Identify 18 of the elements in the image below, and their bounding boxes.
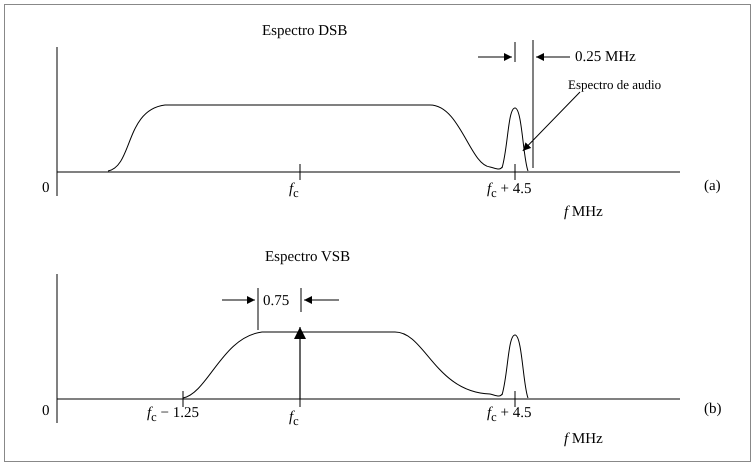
leader-line [522,92,580,152]
panel-label: (b) [704,402,722,417]
axis-tick-label: f$_{c}$ [289,410,299,428]
callout-text: Espectro de audio [568,78,662,91]
dimension-label: 0.75 [263,294,290,309]
axis-tick-label: f$_{c}$ + 4.5 [487,182,532,200]
panel-label: (a) [704,179,721,194]
axis-tick-label: f$_{c}$ − 1.25 [147,406,199,424]
axis-tick-label: f$_{c}$ [289,182,299,200]
panel-title: Espectro VSB [265,250,350,265]
panel-title: Espectro DSB [262,24,348,39]
axis-title: f MHz [564,432,603,447]
axis-origin-label: 0 [42,404,50,419]
axis-tick-label: f$_{c}$ + 4.5 [487,406,532,424]
axis-origin-label: 0 [42,181,50,196]
dimension-label: 0.25 MHz [575,50,636,65]
audio-peak-curve [502,108,528,172]
axis-title: f MHz [564,205,603,220]
